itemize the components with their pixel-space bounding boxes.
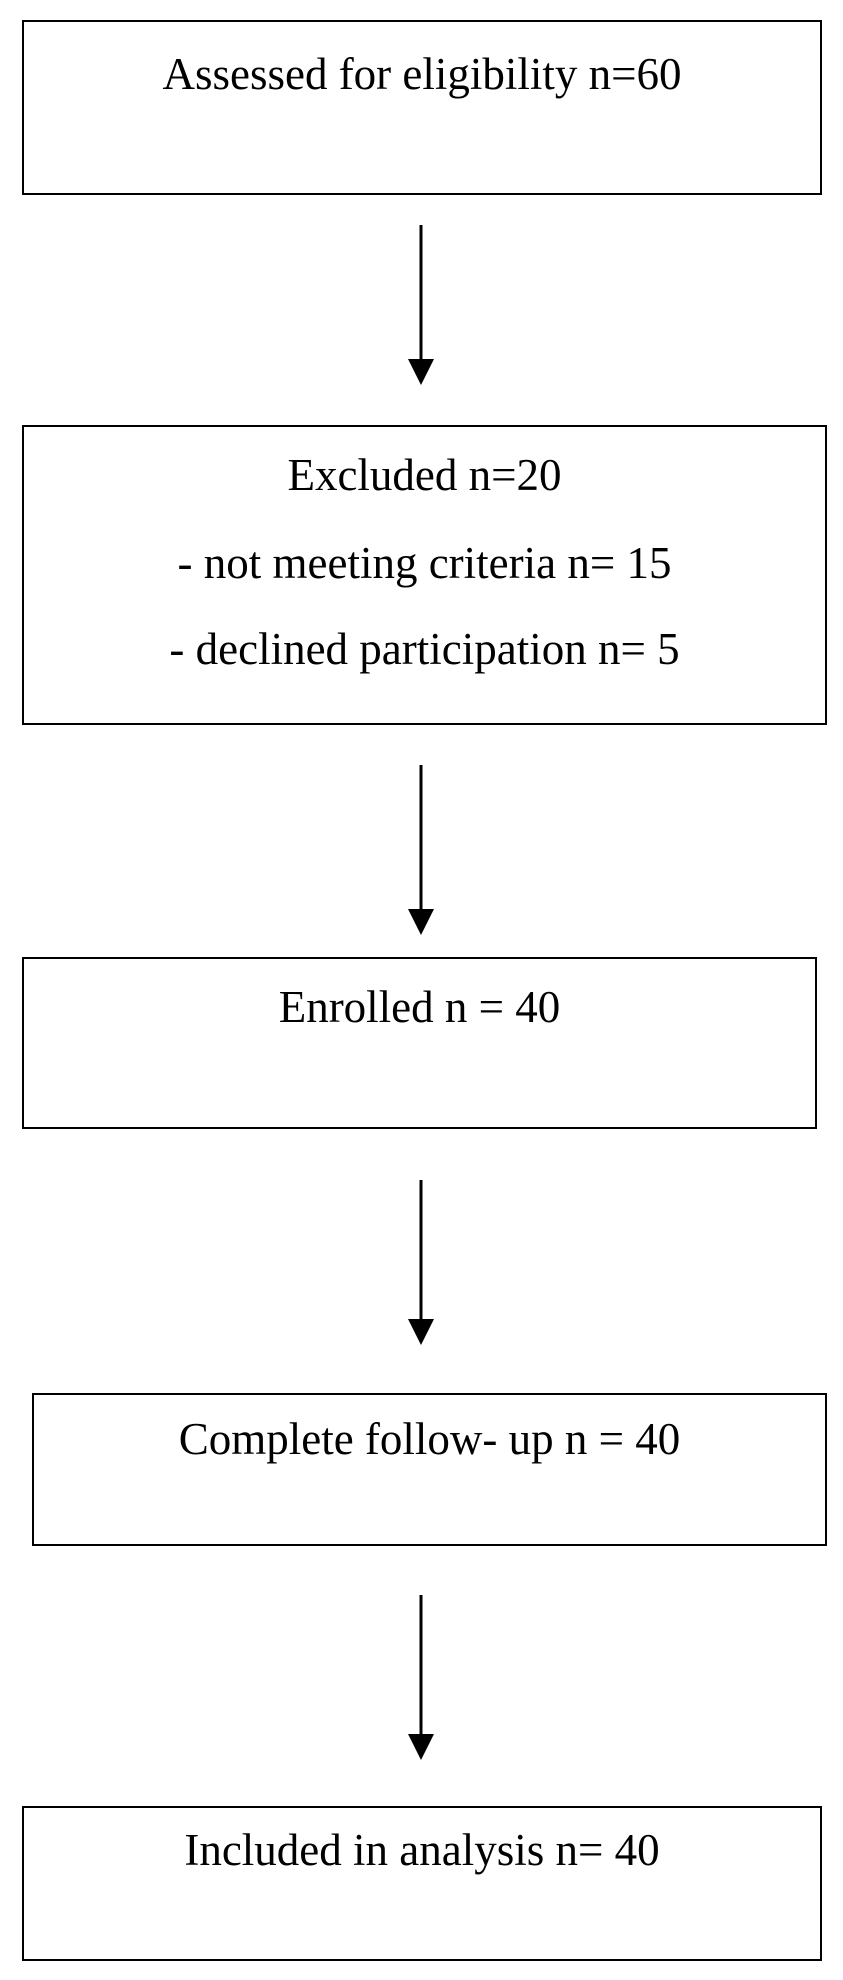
flow-box-follow-up-label: Complete follow- up n = 40 — [178, 1414, 681, 1464]
arrow-down-2 — [401, 765, 441, 935]
arrow-down-3 — [401, 1180, 441, 1345]
flow-box-excluded-label: Excluded n=20 — [287, 450, 562, 500]
flow-box-assessed: Assessed for eligibility n=60 — [22, 20, 822, 195]
flow-box-enrolled: Enrolled n = 40 — [22, 957, 817, 1129]
arrow-down-4 — [401, 1595, 441, 1760]
flow-box-excluded-detail-criteria: - not meeting criteria n= 15 — [177, 538, 672, 588]
flow-box-excluded: Excluded n=20 - not meeting criteria n= … — [22, 425, 827, 725]
flow-box-analysis: Included in analysis n= 40 — [22, 1806, 822, 1961]
flow-box-excluded-detail-declined: - declined participation n= 5 — [169, 624, 680, 674]
flow-box-follow-up: Complete follow- up n = 40 — [32, 1393, 827, 1546]
flow-box-assessed-label: Assessed for eligibility n=60 — [162, 49, 682, 99]
arrow-down-1 — [401, 225, 441, 385]
flow-box-analysis-label: Included in analysis n= 40 — [184, 1825, 660, 1875]
flow-box-enrolled-label: Enrolled n = 40 — [278, 982, 561, 1032]
